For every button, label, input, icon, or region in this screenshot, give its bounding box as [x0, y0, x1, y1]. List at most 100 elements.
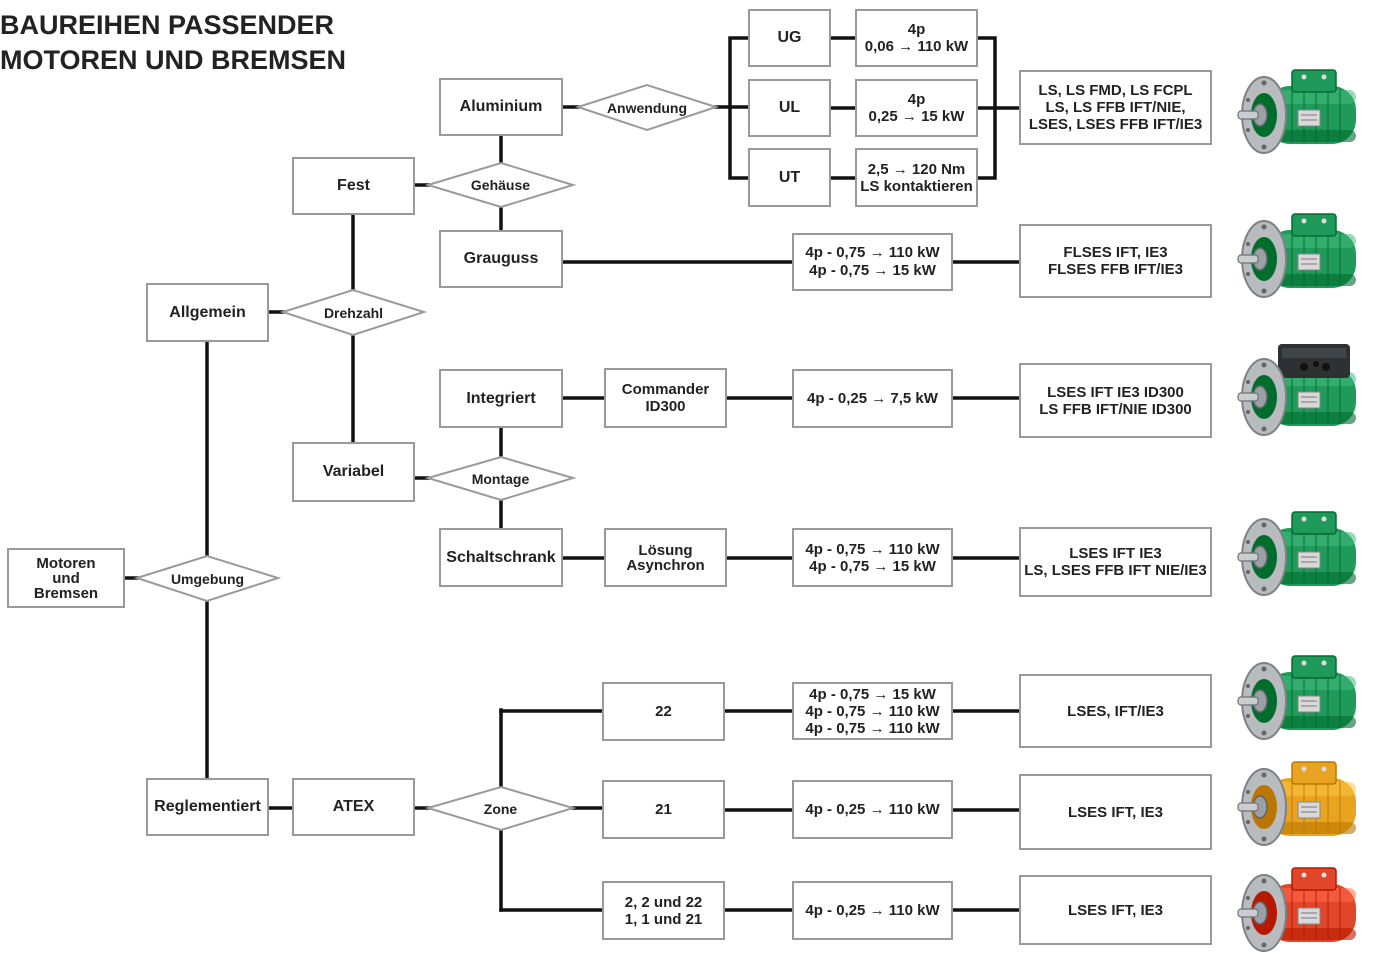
anwendung-diamond-shape — [574, 83, 720, 132]
series-integriert: LSES IFT IE3 ID300 LS FFB IFT/NIE ID300 — [1019, 363, 1212, 438]
spec-line: LS kontaktieren — [860, 177, 973, 195]
spec-zone-multi: 4p - 0,25 → 110 kW — [792, 881, 953, 940]
node-root-line: und — [52, 569, 80, 587]
spec-line: 4p - 0,75 → 110 kW — [805, 719, 940, 737]
spec-line: 4p - 0,25 → 110 kW — [805, 801, 940, 818]
spec-line: 4p — [907, 21, 926, 38]
series-line: LSES IFT IE3 — [1069, 545, 1162, 562]
series-zone-multi: LSES IFT, IE3 — [1019, 875, 1212, 945]
node-root-line: Motoren — [36, 554, 96, 572]
node-root-line: Bremsen — [33, 584, 99, 602]
spec-line: 2,5 → 120 Nm — [867, 160, 966, 178]
series-line: LS, LS FMD, LS FCPL — [1038, 82, 1193, 99]
green-brake-motor-icon — [1232, 204, 1364, 309]
node-grauguss-label: Grauguss — [463, 250, 539, 267]
green-brake-motor-icon — [1232, 60, 1364, 165]
spec-line: 4p - 0,75 → 110 kW — [805, 244, 940, 261]
series-line: LSES IFT IE3 ID300 — [1047, 383, 1184, 401]
series-line: LS, LSES FFB IFT NIE/IE3 — [1024, 562, 1207, 579]
spec-line: 4p - 0,75 → 110 kW — [805, 540, 940, 558]
node-atex: ATEX — [292, 778, 415, 836]
decision-umgebung: Umgebung — [137, 556, 278, 601]
decision-zone-label: Zone — [483, 800, 518, 817]
green-brake-motor-icon — [1232, 646, 1364, 751]
node-aluminium-label: Aluminium — [459, 98, 543, 115]
spec-line: 4p - 0,75 → 15 kW — [809, 685, 936, 703]
node-root-motoren-und-bremsen: Motoren und Bremsen — [7, 548, 125, 608]
node-commander-line: Commander — [621, 381, 710, 398]
node-loesung-line: Lösung — [638, 541, 693, 559]
spec-grauguss: 4p - 0,75 → 110 kW 4p - 0,75 → 15 kW — [792, 233, 953, 291]
node-reglementiert-label: Reglementiert — [154, 798, 261, 815]
series-line: LS, LS FFB IFT/NIE, — [1045, 99, 1186, 116]
node-reglementiert: Reglementiert — [146, 778, 269, 836]
gehaeuse-diamond-shape — [424, 161, 577, 209]
node-allgemein-label: Allgemein — [169, 303, 246, 321]
node-ug-label: UG — [777, 29, 802, 46]
node-fest: Fest — [292, 157, 415, 215]
node-integriert-label: Integriert — [466, 389, 536, 407]
series-line: FLSES IFT, IE3 — [1063, 244, 1168, 261]
spec-zone-21: 4p - 0,25 → 110 kW — [792, 780, 953, 839]
decision-umgebung-label: Umgebung — [170, 570, 245, 587]
series-line: LSES, IFT/IE3 — [1067, 702, 1164, 720]
decision-montage-label: Montage — [471, 470, 530, 487]
node-aluminium: Aluminium — [439, 78, 563, 136]
series-aluminium: LS, LS FMD, LS FCPL LS, LS FFB IFT/NIE, … — [1019, 70, 1212, 145]
page-title-line-1: BAUREIHEN PASSENDER — [0, 10, 335, 40]
yellow-atex-motor-icon — [1232, 752, 1364, 857]
node-allgemein: Allgemein — [146, 283, 269, 342]
page-title-line-2: MOTOREN UND BREMSEN — [0, 45, 347, 75]
node-zone-multi: 2, 2 und 22 1, 1 und 21 — [602, 881, 725, 940]
series-grauguss: FLSES IFT, IE3 FLSES FFB IFT/IE3 — [1019, 224, 1212, 298]
node-atex-label: ATEX — [332, 798, 375, 815]
spec-zone-22: 4p - 0,75 → 15 kW 4p - 0,75 → 110 kW 4p … — [792, 682, 953, 740]
node-integriert: Integriert — [439, 369, 563, 428]
green-motor-with-drive-icon — [1232, 342, 1364, 447]
node-loesung-line: Asynchron — [626, 556, 705, 574]
spec-line: 4p — [907, 91, 926, 108]
node-ug: UG — [748, 9, 831, 67]
node-schaltschrank-label: Schaltschrank — [446, 548, 556, 566]
umgebung-diamond-shape — [133, 554, 282, 603]
node-zone-22: 22 — [602, 682, 725, 741]
node-schaltschrank: Schaltschrank — [439, 528, 563, 587]
spec-line: 4p - 0,25 → 7,5 kW — [807, 390, 938, 407]
series-line: FLSES FFB IFT/IE3 — [1047, 261, 1183, 278]
node-loesung-asynchron: Lösung Asynchron — [604, 528, 727, 587]
node-commander-line: ID300 — [645, 398, 686, 415]
node-ul-label: UL — [778, 99, 801, 116]
node-zone-21: 21 — [602, 780, 725, 839]
spec-line: 0,25 → 15 kW — [868, 108, 965, 125]
decision-gehaeuse-label: Gehäuse — [470, 177, 531, 193]
node-ut-label: UT — [778, 168, 801, 186]
spec-line: 4p - 0,75 → 15 kW — [809, 262, 936, 279]
page-title: BAUREIHEN PASSENDER MOTOREN UND BREMSEN — [0, 8, 346, 78]
spec-ug: 4p 0,06 → 110 kW — [855, 9, 978, 67]
zone-diamond-shape — [424, 785, 577, 832]
node-variabel: Variabel — [292, 442, 415, 502]
node-zone-22-label: 22 — [655, 703, 672, 720]
node-grauguss: Grauguss — [439, 230, 563, 288]
montage-diamond-shape — [424, 455, 577, 502]
series-line: LSES IFT, IE3 — [1067, 901, 1164, 919]
drehzahl-diamond-shape — [279, 288, 428, 337]
node-commander-id300: Commander ID300 — [604, 368, 727, 428]
node-zone-21-label: 21 — [655, 801, 672, 818]
series-line: LS FFB IFT/NIE ID300 — [1039, 400, 1192, 418]
node-fest-label: Fest — [337, 177, 370, 194]
decision-drehzahl-label: Drehzahl — [323, 304, 384, 321]
series-zone-21: LSES IFT, IE3 — [1019, 774, 1212, 850]
decision-drehzahl: Drehzahl — [283, 290, 424, 335]
node-ut: UT — [748, 148, 831, 207]
node-zone-multi-line: 1, 1 und 21 — [624, 910, 703, 928]
decision-gehaeuse: Gehäuse — [428, 163, 573, 207]
decision-montage: Montage — [428, 457, 573, 500]
decision-anwendung-label: Anwendung — [606, 99, 688, 116]
spec-ul: 4p 0,25 → 15 kW — [855, 79, 978, 137]
spec-ut: 2,5 → 120 Nm LS kontaktieren — [855, 148, 978, 207]
series-line: LSES IFT, IE3 — [1067, 803, 1164, 821]
red-atex-motor-icon — [1232, 858, 1364, 963]
